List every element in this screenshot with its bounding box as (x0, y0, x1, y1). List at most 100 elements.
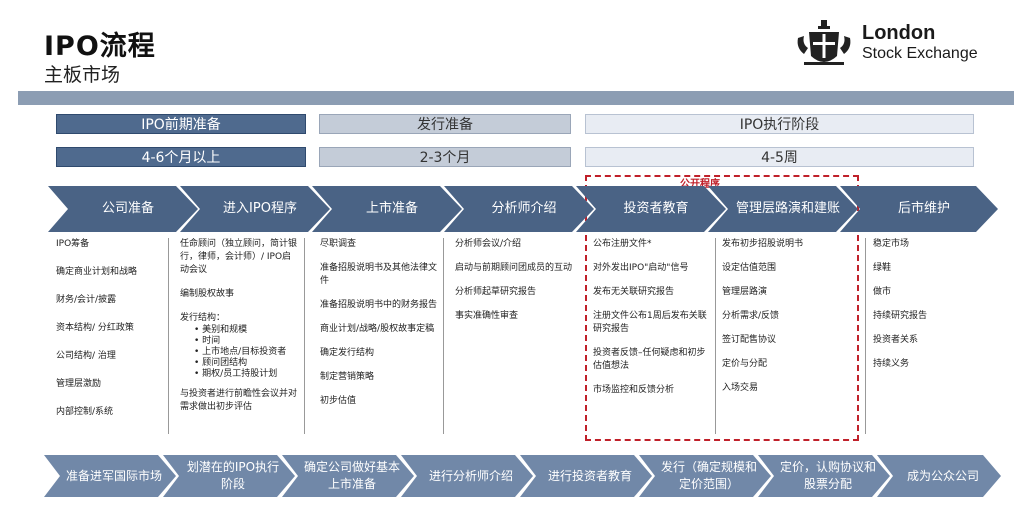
list-item: 公布注册文件* (593, 239, 652, 249)
list-item: 尽职调查 (320, 239, 357, 249)
logo-text-london: London (862, 22, 936, 44)
header-banner (18, 91, 1014, 105)
list-item: 市场监控和反馈分析 (593, 385, 675, 395)
list-item: 入场交易 (722, 383, 759, 393)
bullet-item: • 上市地点/目标投资者 (194, 347, 287, 357)
bottom-step-label: 发行（确定规模和定价范围） (661, 460, 758, 491)
list-item: 财务/会计/披露 (56, 295, 117, 305)
step-roadshow-bookbuild: 管理层路演和建账 (708, 186, 858, 232)
column-listing-prep: 尽职调查 准备招股说明书及其他法律文件 准备招股说明书中的财务报告 商业计划/战… (320, 238, 438, 419)
list-item: 确定发行结构 (320, 348, 375, 358)
list-item: 任命顾问（独立顾问，简计银行，律师，会计师）/ IPO启动会议 (180, 239, 298, 275)
list-item: 初步估值 (320, 396, 357, 406)
page-subtitle: 主板市场 (44, 64, 121, 86)
bottom-step-label: 确定公司做好基本上市准备 (304, 460, 401, 491)
column-divider (168, 238, 169, 434)
bottom-step-label: 准备进军国际市场 (66, 468, 163, 483)
bullet-text: 上市地点/目标投资者 (202, 347, 287, 357)
bottom-step-label: 进行分析师介绍 (428, 468, 513, 483)
phase-3-name: IPO执行阶段 (585, 114, 974, 134)
list-item: 与投资者进行前瞻性会议并对需求做出初步评估 (180, 389, 298, 412)
step-label: 进入IPO程序 (223, 201, 297, 216)
bottom-step-1: 准备进军国际市场 (44, 455, 176, 497)
list-item: 编制股权故事 (180, 289, 235, 299)
bullet-item: • 时间 (194, 336, 221, 346)
step-aftermarket: 后市维护 (840, 186, 998, 232)
bottom-step-4: 进行分析师介绍 (401, 455, 533, 497)
list-item: 商业计划/战略/股权故事定稿 (320, 324, 435, 334)
bullet-text: 期权/员工持股计划 (202, 369, 278, 379)
list-item: 设定估值范围 (722, 263, 777, 273)
column-analyst-intro: 分析师会议/介绍 启动与前期顾问团成员的互动 分析师起草研究报告 事实准确性审查 (455, 238, 573, 334)
bottom-step-2: 划潜在的IPO执行阶段 (163, 455, 295, 497)
bottom-step-5: 进行投资者教育 (520, 455, 652, 497)
step-label: 后市维护 (897, 201, 950, 216)
list-item: 签订配售协议 (722, 335, 777, 345)
phase-2-duration: 2-3个月 (319, 147, 571, 167)
public-procedure-box (585, 175, 859, 441)
list-item: 管理层路演 (722, 287, 768, 297)
column-investor-education: 公布注册文件* 对外发出IPO"启动"信号 发布无关联研究报告 注册文件公布1周… (593, 238, 711, 408)
list-item: 准备招股说明书中的财务报告 (320, 300, 438, 310)
public-procedure-label: 公开程序 (680, 179, 720, 190)
column-divider (715, 238, 716, 434)
list-item: 制定营销策略 (320, 372, 375, 382)
bullet-item: • 期权/员工持股计划 (194, 369, 278, 379)
list-item: 绿鞋 (873, 263, 892, 273)
list-item: 做市 (873, 287, 892, 297)
list-item: 投资者关系 (873, 335, 919, 345)
bottom-step-label: 进行投资者教育 (547, 468, 632, 483)
list-item: 公司结构/ 治理 (56, 351, 116, 361)
list-item: 事实准确性审查 (455, 311, 519, 321)
step-company-prep: 公司准备 (48, 186, 198, 232)
bottom-step-label: 成为公众公司 (906, 468, 979, 483)
step-label: 分析师介绍 (491, 201, 557, 216)
step-analyst-intro: 分析师介绍 (444, 186, 594, 232)
column-enter-ipo: 任命顾问（独立顾问，简计银行，律师，会计师）/ IPO启动会议 编制股权故事 发… (180, 238, 300, 414)
column-company-prep: IPO筹备 确定商业计划和战略 财务/会计/披露 资本结构/ 分红政策 公司结构… (56, 238, 164, 430)
column-aftermarket: 稳定市场 绿鞋 做市 持续研究报告 投资者关系 持续义务 (873, 238, 993, 382)
step-listing-prep: 上市准备 (312, 186, 462, 232)
column-divider (304, 238, 305, 434)
step-enter-ipo: 进入IPO程序 (180, 186, 330, 232)
logo-text-stock-exchange: Stock Exchange (862, 45, 978, 62)
step-label: 管理层路演和建账 (735, 201, 840, 216)
lse-logo: London Stock Exchange (790, 18, 990, 72)
bottom-step-3: 确定公司做好基本上市准备 (282, 455, 414, 497)
list-item: 发布无关联研究报告 (593, 287, 675, 297)
bottom-step-6: 发行（确定规模和定价范围） (639, 455, 771, 497)
list-item: 启动与前期顾问团成员的互动 (455, 263, 573, 273)
bottom-step-label: 定价，认购协议和股票分配 (780, 460, 877, 491)
list-item: 资本结构/ 分红政策 (56, 323, 134, 333)
phase-1-duration: 4-6个月以上 (56, 147, 306, 167)
step-label: 上市准备 (365, 201, 418, 216)
list-item: 定价与分配 (722, 359, 768, 369)
bullet-text: 美别和规模 (202, 325, 248, 335)
phase-2-name: 发行准备 (319, 114, 571, 134)
list-item: 持续研究报告 (873, 311, 928, 321)
step-investor-education: 投资者教育 (576, 186, 726, 232)
bullet-text: 顾问团结构 (202, 358, 248, 368)
bottom-step-7: 定价，认购协议和股票分配 (758, 455, 890, 497)
list-item: 确定商业计划和战略 (56, 267, 138, 277)
phase-3-duration: 4-5周 (585, 147, 974, 167)
bullet-item: • 顾问团结构 (194, 358, 248, 368)
list-item: 持续义务 (873, 359, 910, 369)
list-item: 内部控制/系统 (56, 407, 114, 417)
list-item: 准备招股说明书及其他法律文件 (320, 263, 438, 286)
offer-structure-title: 发行结构： (180, 313, 226, 323)
phase-1-name: IPO前期准备 (56, 114, 306, 134)
list-item: 分析需求/反馈 (722, 311, 780, 321)
list-item: 对外发出IPO"启动"信号 (593, 263, 689, 273)
bottom-step-label: 划潜在的IPO执行阶段 (186, 460, 280, 491)
list-item: 发布初步招股说明书 (722, 239, 804, 249)
lse-crest-icon (797, 20, 851, 65)
list-item: 注册文件公布1周后发布关联研究报告 (593, 311, 707, 334)
list-item: 管理层激励 (56, 379, 102, 389)
column-roadshow-bookbuild: 发布初步招股说明书 设定估值范围 管理层路演 分析需求/反馈 签订配售协议 定价… (722, 238, 852, 406)
bullet-item: • 美别和规模 (194, 325, 248, 335)
list-item: 分析师会议/介绍 (455, 239, 522, 249)
list-item: 分析师起草研究报告 (455, 287, 537, 297)
list-item: 稳定市场 (873, 239, 910, 249)
list-item: IPO筹备 (56, 239, 90, 249)
